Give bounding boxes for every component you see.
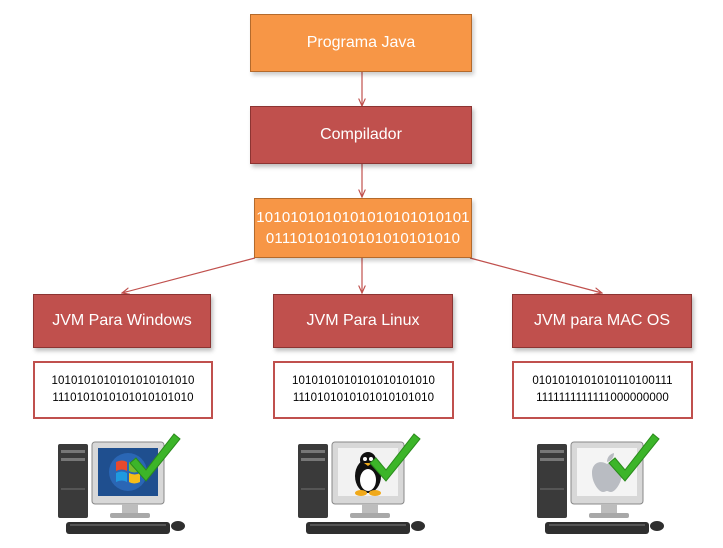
binary-linux-line-1: 1010101010101010101010 [292,375,435,387]
jvm-mac-label: JVM para MAC OS [533,312,671,329]
binary-mac-box: 0101010101010110100111 11111111111110000… [512,361,693,419]
mac-computer-icon [537,433,664,534]
compiler-node: Compilador [250,106,472,164]
binary-windows-line-1: 1010101010101010101010 [51,375,195,387]
windows-computer-icon [58,433,185,534]
binary-linux-box: 1010101010101010101010 11101010101010101… [273,361,454,419]
jvm-linux-node: JVM Para Linux [273,294,453,348]
binary-linux-line-2: 1110101010101010101010 [292,392,435,404]
source-node: Programa Java [250,14,472,72]
checkmark-icon [129,433,181,482]
jvm-mac-node: JVM para MAC OS [512,294,692,348]
linux-tux-icon [355,452,381,496]
binary-windows-box: 1010101010101010101010 11101010101010101… [33,361,213,419]
bytecode-line-2: 01110101010101010101010 [265,230,461,247]
linux-computer-icon [298,433,425,534]
arrow-bytecode-to-mac [469,257,602,293]
arrow-bytecode-to-windows [122,257,256,293]
compiler-node-label: Compilador [320,126,402,143]
jvm-linux-label: JVM Para Linux [306,312,420,329]
jvm-windows-node: JVM Para Windows [33,294,211,348]
source-node-label: Programa Java [306,34,416,51]
jvm-windows-label: JVM Para Windows [52,312,192,329]
binary-mac-line-1: 0101010101010110100111 [532,375,673,387]
bytecode-node: 1010101010101010101010101 01110101010101… [254,198,472,258]
checkmark-icon [608,433,660,482]
binary-windows-line-2: 1110101010101010101010 [52,392,194,404]
bytecode-line-1: 1010101010101010101010101 [256,209,470,226]
binary-mac-line-2: 1111111111111000000000 [536,392,669,404]
checkmark-icon [369,433,421,482]
